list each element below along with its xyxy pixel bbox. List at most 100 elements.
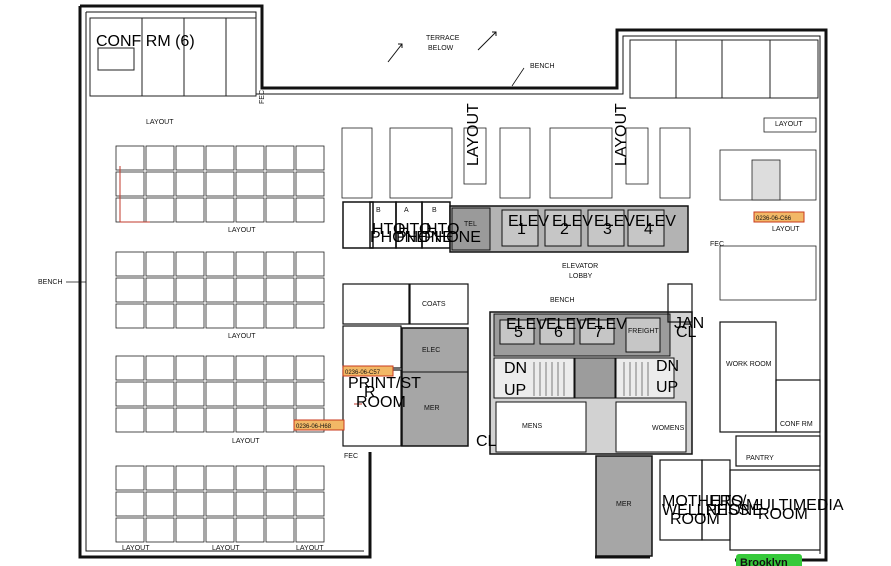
service-core <box>401 311 693 557</box>
mothers-room-label: ROOM <box>670 511 720 528</box>
mer-label: MER <box>424 405 440 412</box>
bench-left-label: BENCH <box>38 279 63 286</box>
elevator-label: ELEV <box>594 213 635 230</box>
workstation-desk <box>175 303 205 329</box>
terrace-arrows <box>387 31 497 63</box>
hto-label: HTO <box>426 221 459 238</box>
layout-label: LAYOUT <box>228 227 256 234</box>
room-letter: A <box>404 207 409 214</box>
workstation-desk <box>145 407 175 433</box>
print-room-label: R <box>364 384 376 401</box>
cl-label: CL <box>476 433 497 450</box>
workstation-desk <box>115 197 145 223</box>
elevator-label: ELEV <box>546 316 587 333</box>
tag-label: 0236-06-C57 <box>345 370 381 376</box>
workstation-desk <box>235 277 265 303</box>
workstation-desk <box>235 517 265 543</box>
workstation-desk <box>145 517 175 543</box>
brooklyn-tag-bg <box>736 554 802 566</box>
room-labels: CONF RM (6) TERRACE BELOW BENCH BENCH BE… <box>38 33 844 566</box>
stair-up-label: UP <box>504 382 526 399</box>
layout-label: LAYOUT <box>212 545 240 552</box>
workstation-desk <box>115 517 145 543</box>
workstation-desk <box>295 303 325 329</box>
workstation-desk <box>265 145 295 171</box>
workstation-desk <box>175 517 205 543</box>
elevator-label: ELEV <box>635 213 676 230</box>
layout-label: LAYOUT <box>465 103 482 166</box>
workstation-desk <box>145 355 175 381</box>
coats-label: COATS <box>422 301 446 308</box>
workstation-desk <box>205 355 235 381</box>
workstation-desk <box>235 465 265 491</box>
hto-label: HTO <box>398 221 431 238</box>
layout-label: LAYOUT <box>122 545 150 552</box>
workstation-desk <box>265 277 295 303</box>
layout-label: LAYOUT <box>775 121 803 128</box>
workstation-desk <box>235 171 265 197</box>
workstation-desk <box>265 197 295 223</box>
elevator-number: 5 <box>514 324 523 341</box>
layout-label: LAYOUT <box>772 226 800 233</box>
workstation-desk <box>115 277 145 303</box>
layout-label: LAYOUT <box>228 333 256 340</box>
workstation-desk <box>205 197 235 223</box>
fec-top-label: FEC <box>259 90 266 104</box>
terrace-label-2: BELOW <box>428 45 454 52</box>
stair-dn-label: DN <box>656 358 679 375</box>
workstation-desk <box>295 251 325 277</box>
workstation-desk <box>115 251 145 277</box>
workstation-desk <box>175 171 205 197</box>
workstation-desk <box>115 355 145 381</box>
room-letter: B <box>376 207 381 214</box>
red-marker-lines <box>119 166 362 405</box>
workstation-desk <box>205 517 235 543</box>
workstation-desk <box>265 407 295 433</box>
workstation-desk <box>205 491 235 517</box>
work-room-label: WORK ROOM <box>726 361 772 368</box>
workstation-desk <box>235 145 265 171</box>
layout-label: LAYOUT <box>296 545 324 552</box>
print-room-label: PRINT/ST <box>348 375 421 392</box>
multimedia-room-label: MULTIMEDIA <box>746 497 844 514</box>
mothers-room-label: MOTHERS/ <box>662 493 747 510</box>
elevator-number: 2 <box>560 221 569 238</box>
elevator-core-top <box>449 205 689 253</box>
elevator-number: 7 <box>594 324 603 341</box>
conf-room-top-label: CONF RM (6) <box>96 33 195 50</box>
workstation-desk <box>235 381 265 407</box>
elevator-number: 1 <box>517 221 526 238</box>
workstation-desk <box>145 381 175 407</box>
top-right-offices <box>629 39 819 99</box>
workstation-desk <box>175 145 205 171</box>
workstation-desk <box>235 197 265 223</box>
workstation-desk <box>175 465 205 491</box>
workstation-desk <box>295 381 325 407</box>
terrace-label: TERRACE <box>426 35 460 42</box>
support-rooms <box>342 283 821 551</box>
jan-cl-label: CL <box>676 324 697 341</box>
fec-right-label: FEC <box>710 241 724 248</box>
workstation-clusters <box>115 145 325 543</box>
bench-lobby-label: BENCH <box>550 297 575 304</box>
right-workstations <box>719 117 817 301</box>
jan-cl-label: JAN <box>674 315 704 332</box>
workstation-desk <box>175 407 205 433</box>
phone-label: PHONE <box>424 229 481 246</box>
hto-phone-label: HTO <box>710 493 743 510</box>
elevator-lobby-label: ELEVATOR <box>562 263 598 270</box>
workstation-desk <box>295 145 325 171</box>
workstation-desk <box>295 465 325 491</box>
bench-top-label: BENCH <box>530 63 555 70</box>
stairs <box>533 362 649 396</box>
workstation-desk <box>115 381 145 407</box>
workstation-desk <box>265 251 295 277</box>
workstation-desk <box>115 465 145 491</box>
top-left-offices <box>89 17 257 97</box>
workstation-desk <box>115 303 145 329</box>
workstation-desk <box>145 303 175 329</box>
fec-bottom-label: FEC <box>344 453 358 460</box>
room-letter: B <box>432 207 437 214</box>
elevator-label: ELEV <box>508 213 549 230</box>
